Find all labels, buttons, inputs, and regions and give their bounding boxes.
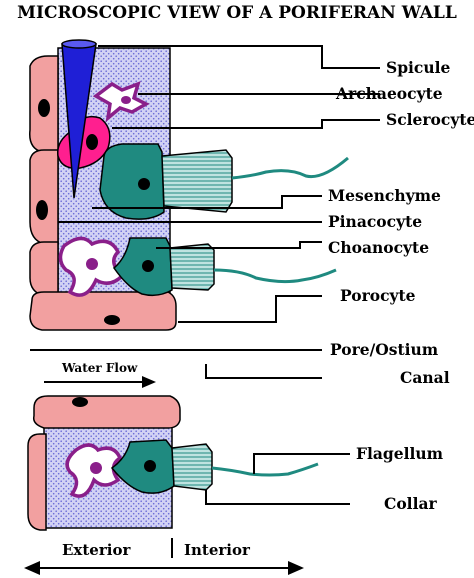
archaeocyte-cell — [92, 81, 150, 123]
choanocyte-nucleus — [144, 460, 156, 472]
pinacocyte-cell — [29, 149, 59, 245]
archaeocyte-nucleus — [90, 462, 102, 474]
archaeocyte-nucleus — [121, 96, 131, 104]
pinacocyte-cell — [27, 433, 47, 531]
pinacocyte-nucleus — [36, 200, 48, 220]
axis-left-arrowhead — [24, 561, 40, 575]
porocyte-nucleus — [104, 315, 120, 325]
collar — [169, 243, 215, 291]
label-mesenchyme: Mesenchyme — [328, 186, 441, 205]
pinacocyte-cell — [32, 395, 181, 429]
label-archaeocyte: Archaeocyte — [335, 84, 443, 103]
leader-line-canal — [205, 364, 322, 379]
diagram-title: MICROSCOPIC VIEW OF A PORIFERAN WALL — [17, 3, 457, 23]
leader-line-porocyte — [178, 295, 322, 323]
label-porocyte: Porocyte — [340, 286, 416, 305]
porocyte-cell — [29, 291, 177, 331]
spicule-top — [61, 39, 97, 49]
flagellum — [213, 268, 337, 284]
leader-line-collar — [205, 490, 350, 505]
axis-right-arrowhead — [288, 561, 304, 575]
choanocyte-nucleus — [142, 260, 154, 272]
label-choanocyte: Choanocyte — [328, 238, 429, 257]
water-flow-label: Water Flow — [61, 361, 138, 375]
leader-line-spicule — [98, 45, 380, 69]
label-flagellum: Flagellum — [356, 444, 444, 463]
leader-line-mesenchyme — [92, 195, 322, 209]
choanocyte-nucleus — [138, 178, 150, 190]
flagellum — [231, 156, 349, 180]
choanocyte-cell — [99, 143, 165, 220]
leader-line-choanocyte — [156, 241, 322, 249]
interior-label: Interior — [184, 541, 251, 559]
exterior-label: Exterior — [62, 541, 131, 559]
collar — [161, 149, 233, 213]
choanocyte-cell — [110, 439, 175, 494]
label-canal: Canal — [400, 368, 450, 387]
flagellum — [211, 462, 319, 477]
label-collar: Collar — [384, 494, 437, 513]
pinacocyte-nucleus — [38, 99, 50, 117]
archaeocyte-nucleus — [86, 258, 98, 270]
pinacocyte-cell — [29, 241, 59, 297]
leader-line-sclerocyte — [112, 119, 380, 129]
leader-line-flagellum — [253, 453, 350, 474]
label-pore-ostium: Pore/Ostium — [330, 340, 439, 359]
label-pinacocyte: Pinacocyte — [328, 212, 422, 231]
collar — [171, 443, 213, 491]
label-sclerocyte: Sclerocyte — [386, 110, 474, 129]
pinacocyte-nucleus — [72, 397, 88, 407]
label-spicule: Spicule — [386, 58, 451, 77]
water-flow-arrowhead — [142, 376, 156, 388]
sclerocyte-nucleus — [86, 134, 98, 150]
